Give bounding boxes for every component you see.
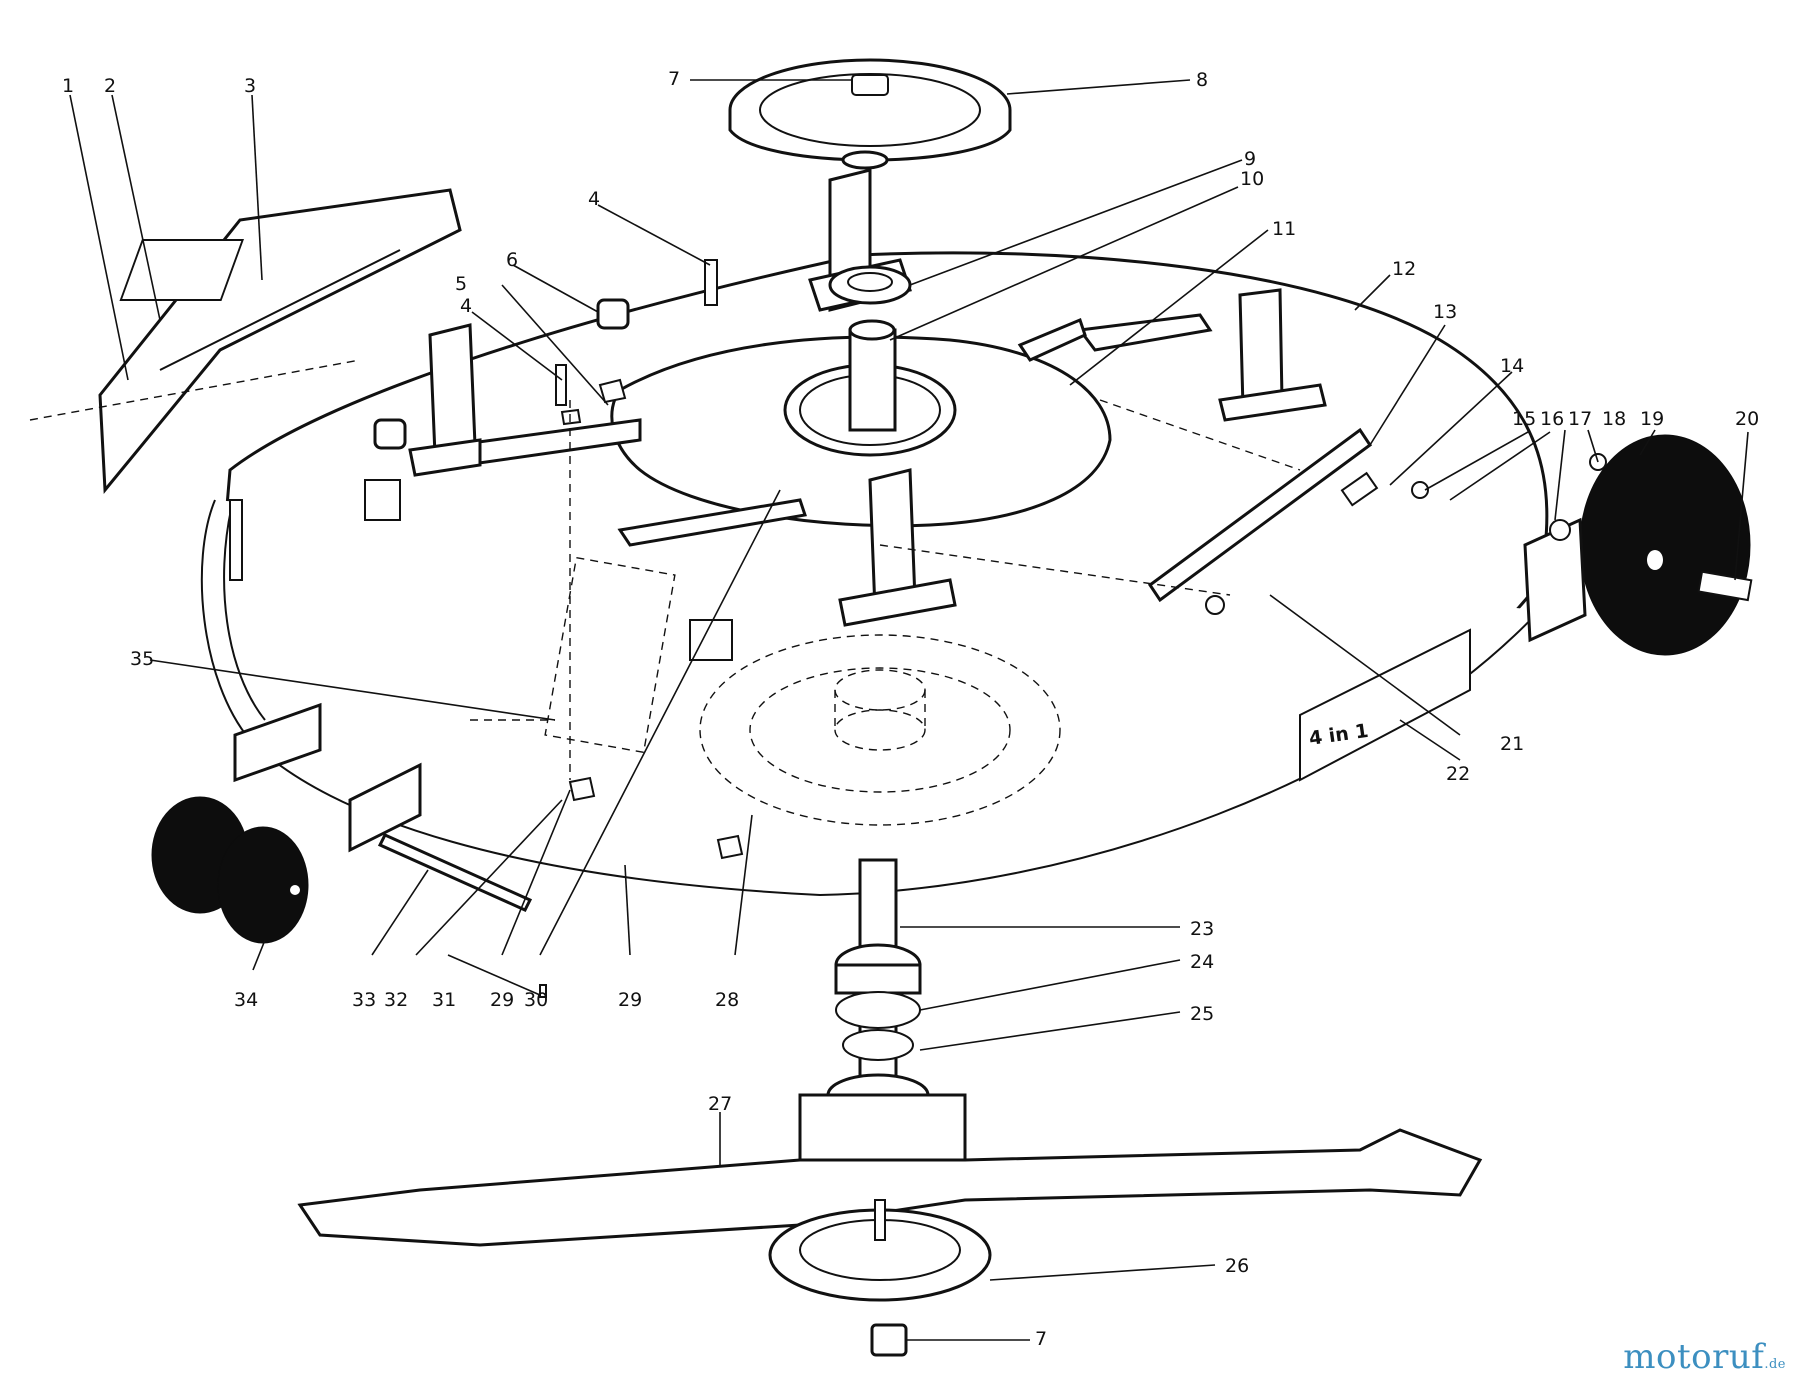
watermark-logo: motoruf.de bbox=[1623, 1337, 1786, 1377]
callout-21: 21 bbox=[1500, 733, 1524, 755]
callout-25: 25 bbox=[1190, 1003, 1214, 1025]
callout-16: 16 bbox=[1540, 408, 1564, 430]
callout-15: 15 bbox=[1512, 408, 1536, 430]
callout-23: 23 bbox=[1190, 918, 1214, 940]
callout-10: 10 bbox=[1240, 168, 1264, 190]
watermark-name: motoruf bbox=[1623, 1337, 1765, 1377]
callout-33: 33 bbox=[352, 989, 376, 1011]
bottom-pulley bbox=[768, 1199, 992, 1357]
callout-32: 32 bbox=[384, 989, 408, 1011]
left-wheels bbox=[151, 702, 533, 944]
bracket-left bbox=[428, 323, 477, 457]
callout-14: 14 bbox=[1500, 355, 1524, 377]
callout-29b: 29 bbox=[490, 989, 514, 1011]
callout-labels: 1 2 3 4 5 4 6 7 8 9 10 11 12 13 14 15 16… bbox=[62, 68, 1759, 1350]
spindle-housing-hidden bbox=[544, 556, 1061, 826]
callout-8: 8 bbox=[1196, 69, 1208, 91]
callout-6: 6 bbox=[506, 249, 518, 271]
blade bbox=[297, 1093, 1483, 1247]
callout-29: 29 bbox=[618, 989, 642, 1011]
callout-1: 1 bbox=[62, 75, 74, 97]
callout-26: 26 bbox=[1225, 1255, 1249, 1277]
callout-5: 5 bbox=[455, 273, 467, 295]
right-wheel bbox=[1523, 434, 1753, 656]
callout-18: 18 bbox=[1602, 408, 1626, 430]
decal-4in1: 4 in 1 bbox=[1299, 628, 1471, 782]
pin-axis-11 bbox=[1099, 399, 1301, 471]
spindle-tube bbox=[848, 319, 897, 432]
spindle-lower bbox=[826, 858, 930, 1117]
bearing-bracket bbox=[808, 168, 912, 312]
top-pulley bbox=[728, 58, 1012, 170]
callout-9: 9 bbox=[1244, 148, 1256, 170]
callout-13: 13 bbox=[1433, 301, 1457, 323]
callout-22: 22 bbox=[1446, 763, 1470, 785]
leader-lines bbox=[69, 79, 1749, 1281]
callout-35: 35 bbox=[130, 648, 154, 670]
hardware bbox=[373, 259, 744, 998]
callout-12: 12 bbox=[1392, 258, 1416, 280]
discharge-chute bbox=[98, 188, 462, 494]
callout-17: 17 bbox=[1568, 408, 1592, 430]
watermark-tld: .de bbox=[1764, 1357, 1786, 1372]
deck-slot bbox=[364, 479, 401, 521]
callout-24: 24 bbox=[1190, 951, 1214, 973]
callout-28: 28 bbox=[715, 989, 739, 1011]
callout-31: 31 bbox=[432, 989, 456, 1011]
callout-20: 20 bbox=[1735, 408, 1759, 430]
callout-3: 3 bbox=[244, 75, 256, 97]
callout-2: 2 bbox=[104, 75, 116, 97]
adjuster-axis bbox=[879, 544, 1231, 596]
callout-34: 34 bbox=[234, 989, 258, 1011]
callout-19: 19 bbox=[1640, 408, 1664, 430]
callout-27: 27 bbox=[708, 1093, 732, 1115]
callout-4b: 4 bbox=[460, 295, 472, 317]
callout-7: 7 bbox=[668, 68, 680, 90]
callout-7b: 7 bbox=[1035, 1328, 1047, 1350]
callout-4: 4 bbox=[588, 188, 600, 210]
callout-11: 11 bbox=[1272, 218, 1296, 240]
deck-slot-2 bbox=[689, 619, 733, 661]
callout-30: 30 bbox=[524, 989, 548, 1011]
